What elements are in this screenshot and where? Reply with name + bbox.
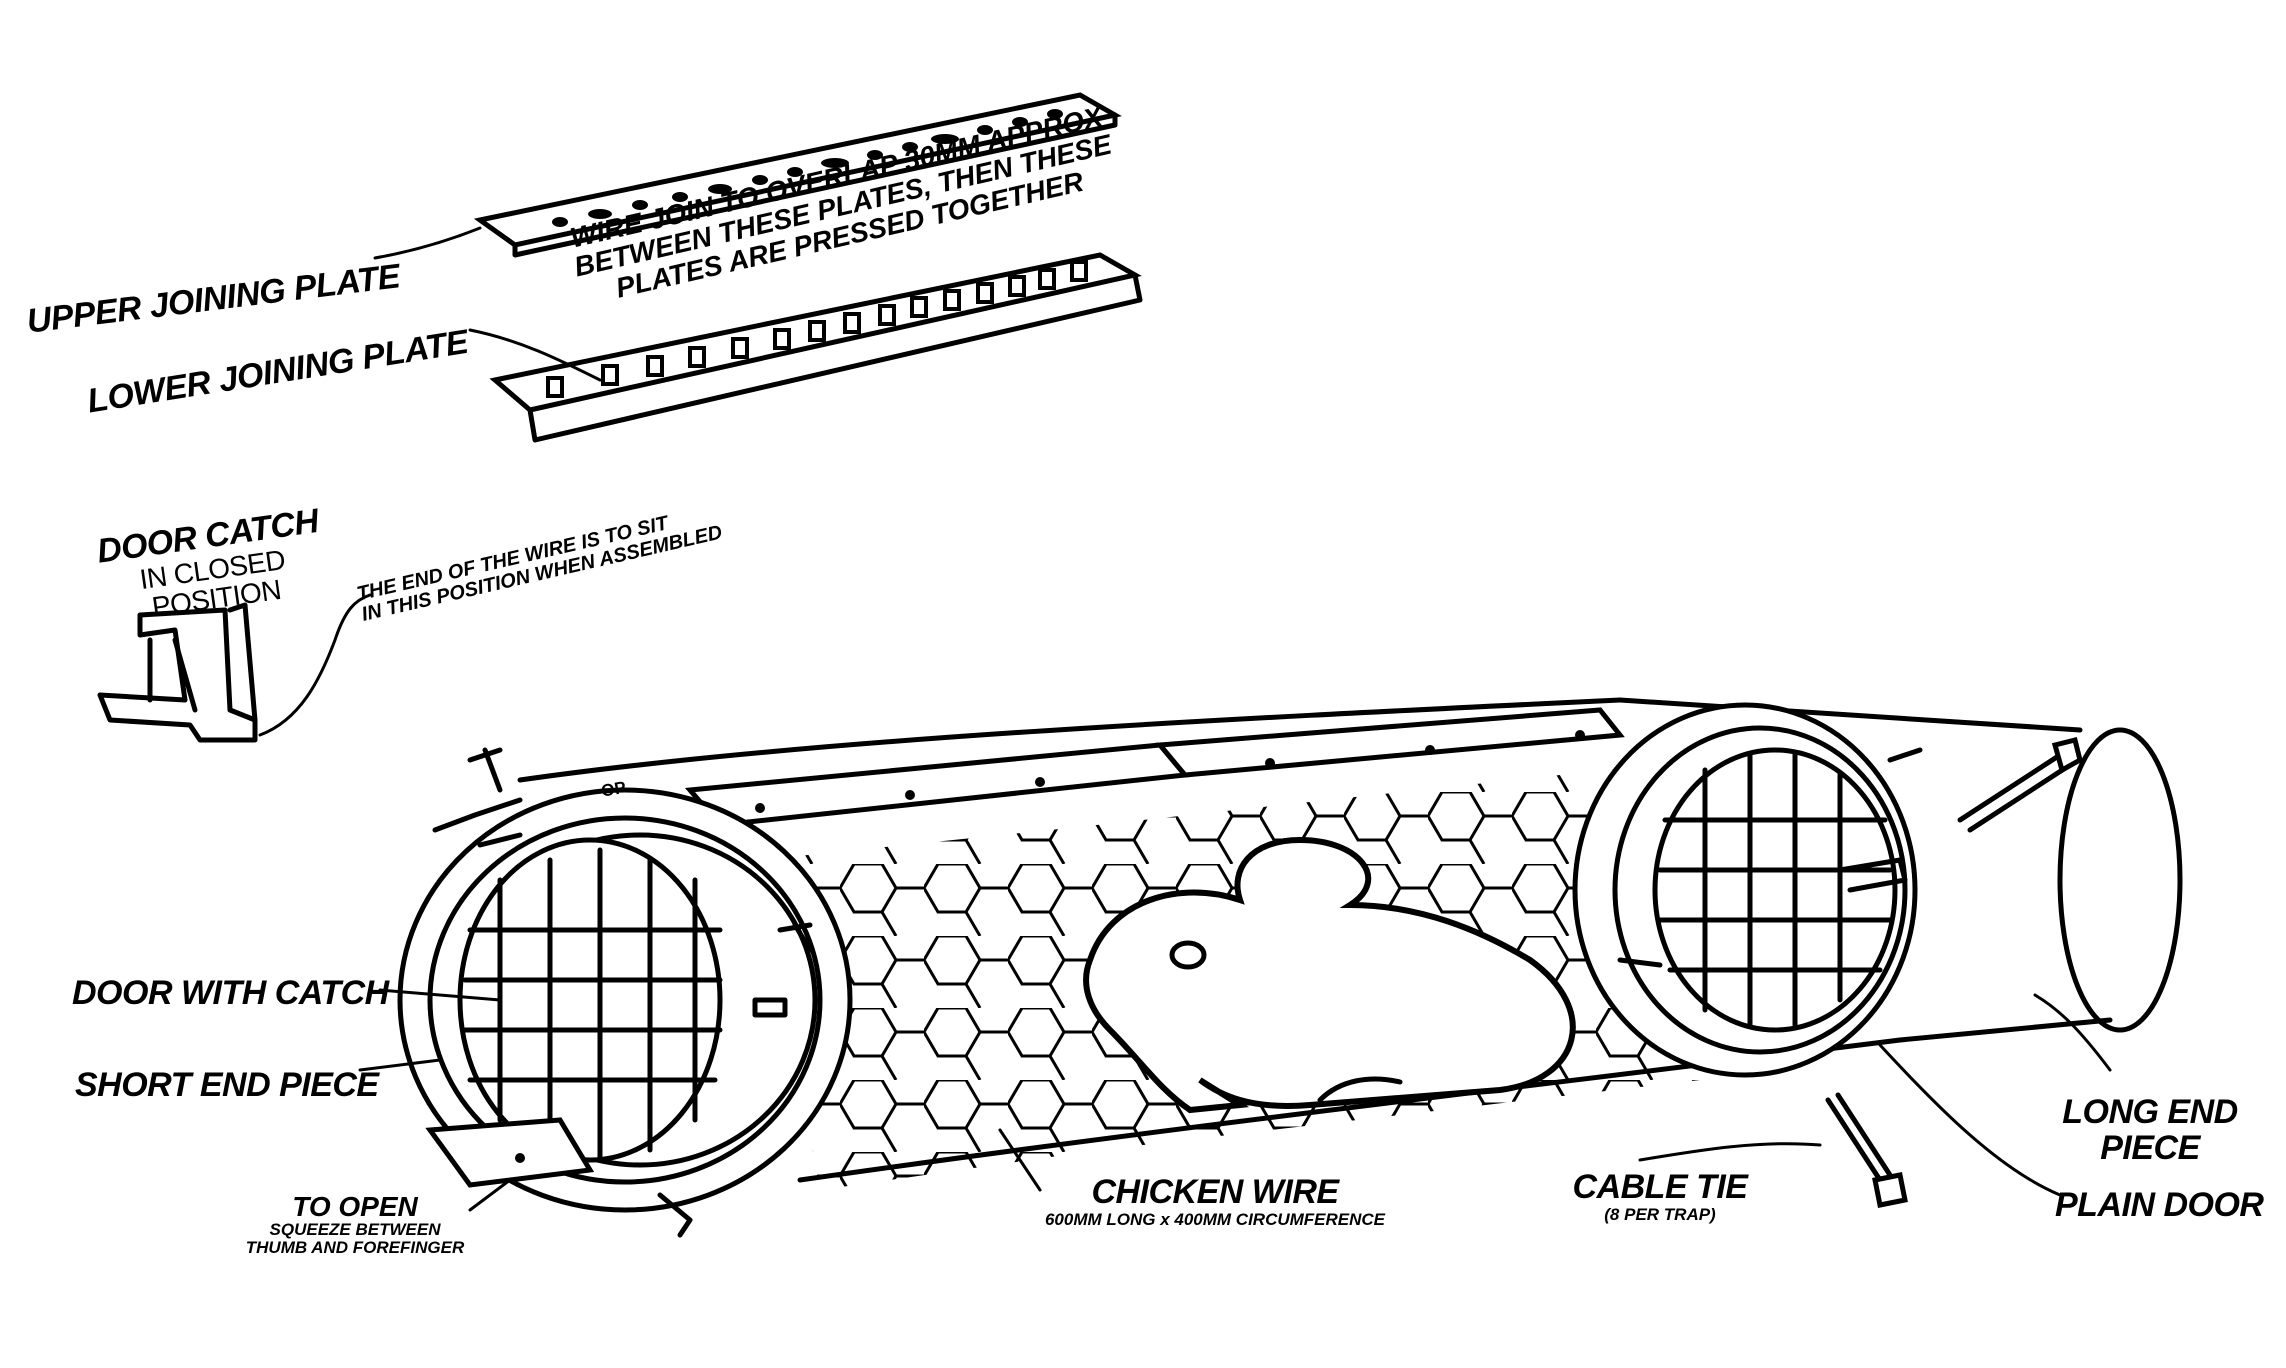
- chicken-wire-title: CHICKEN WIRE: [1091, 1173, 1339, 1211]
- short-end-piece-label: SHORT END PIECE: [75, 1066, 379, 1104]
- upper-joining-plate: [473, 92, 1122, 258]
- long-end-piece-line-2: PIECE: [2100, 1128, 2200, 1167]
- to-open-title: TO OPEN: [292, 1191, 418, 1222]
- lower-plate-leader: [468, 328, 602, 382]
- to-open-sub-1: SQUEEZE BETWEEN: [269, 1220, 441, 1240]
- long-end-piece-label: LONG END PIECE: [2055, 1093, 2245, 1167]
- leader-lines: [358, 988, 2112, 1212]
- cable-tie-label: CABLE TIE (8 PER TRAP): [1555, 1168, 1765, 1224]
- cable-tie-title: CABLE TIE: [1572, 1168, 1748, 1206]
- cable-tie-sub: (8 PER TRAP): [1604, 1204, 1716, 1224]
- plain-door-label: PLAIN DOOR: [2055, 1186, 2264, 1224]
- chicken-wire-label: CHICKEN WIRE 600MM LONG x 400MM CIRCUMFE…: [975, 1173, 1455, 1229]
- door-catch-pegs: [467, 747, 813, 1238]
- chicken-wire-sub: 600MM LONG x 400MM CIRCUMFERENCE: [1044, 1209, 1386, 1229]
- upper-plate-leader: [373, 226, 482, 260]
- cable-tie-lower: [1825, 1092, 1908, 1208]
- lower-joining-plate: [489, 252, 1143, 443]
- to-open-label: TO OPEN SQUEEZE BETWEEN THUMB AND FOREFI…: [210, 1192, 500, 1257]
- rabbit-illustration: [1083, 836, 1576, 1114]
- to-open-sub-2: THUMB AND FOREFINGER: [245, 1238, 465, 1258]
- door-with-catch: [425, 837, 723, 1188]
- door-catch-detail: [97, 593, 372, 743]
- cable-tie-upper: [1957, 736, 2083, 833]
- door-with-catch-label: DOOR WITH CATCH: [72, 974, 389, 1012]
- long-end-piece-line-1: LONG END: [2062, 1093, 2238, 1131]
- plain-door: [1572, 702, 1923, 1078]
